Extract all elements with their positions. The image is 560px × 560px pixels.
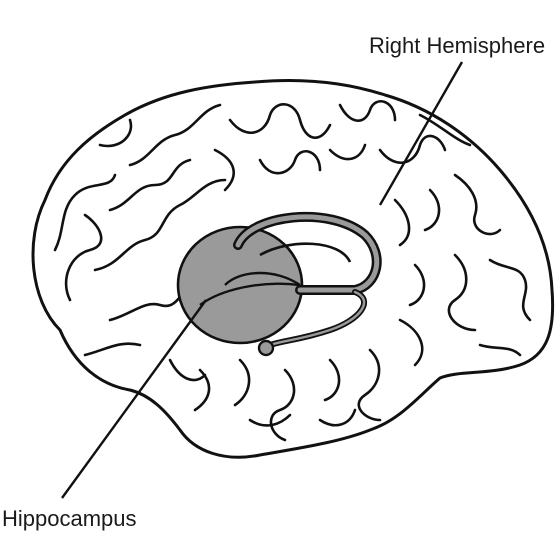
leader-hippocampus	[61, 299, 207, 499]
stria-terminalis	[259, 242, 352, 263]
cortex-folds	[53, 100, 532, 442]
hippocampus-label: Hippocampus	[2, 506, 137, 531]
amygdala	[257, 339, 275, 357]
leader-right-hemisphere	[378, 61, 464, 206]
right-hemisphere-label: Right Hemisphere	[369, 33, 546, 58]
